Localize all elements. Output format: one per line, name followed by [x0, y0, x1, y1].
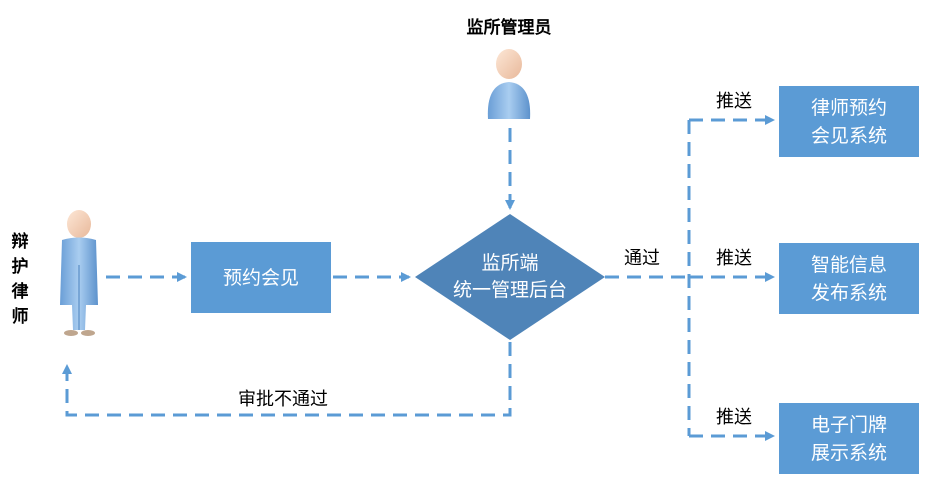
- door-display-system-line2: 展示系统: [811, 442, 887, 464]
- info-publish-system-line2: 发布系统: [811, 282, 887, 304]
- backend-diamond-node: 监所端 统一管理后台: [415, 214, 605, 340]
- booking-label: 预约会见: [223, 267, 299, 289]
- pass-label: 通过: [624, 248, 660, 269]
- info-publish-system-line1: 智能信息: [811, 254, 887, 276]
- push-label-3: 推送: [716, 407, 752, 428]
- admin-person-icon: [487, 49, 531, 119]
- booking-node: 预约会见: [191, 242, 331, 313]
- admin-label: 监所管理员: [467, 17, 552, 38]
- lawyer-booking-system-node: 律师预约 会见系统: [779, 86, 919, 157]
- reject-label: 审批不通过: [238, 389, 328, 410]
- push-label-1: 推送: [716, 91, 752, 112]
- lawyer-person-icon: [60, 210, 98, 336]
- lawyer-label-char: 师: [12, 306, 29, 327]
- backend-label-line1: 监所端: [481, 252, 538, 274]
- push-label-2: 推送: [716, 248, 752, 269]
- backend-label-line2: 统一管理后台: [453, 279, 567, 301]
- lawyer-label-char: 辩: [12, 231, 29, 252]
- lawyer-booking-system-line1: 律师预约: [811, 97, 887, 119]
- lawyer-label-char: 护: [12, 256, 29, 277]
- info-publish-system-node: 智能信息 发布系统: [779, 243, 919, 314]
- lawyer-label: 辩 护 律 师: [11, 231, 29, 327]
- lawyer-label-char: 律: [11, 281, 29, 302]
- reject-return-arrow: [62, 342, 512, 417]
- lawyer-booking-system-line2: 会见系统: [811, 125, 887, 147]
- door-display-system-node: 电子门牌 展示系统: [779, 403, 919, 474]
- door-display-system-line1: 电子门牌: [811, 414, 887, 436]
